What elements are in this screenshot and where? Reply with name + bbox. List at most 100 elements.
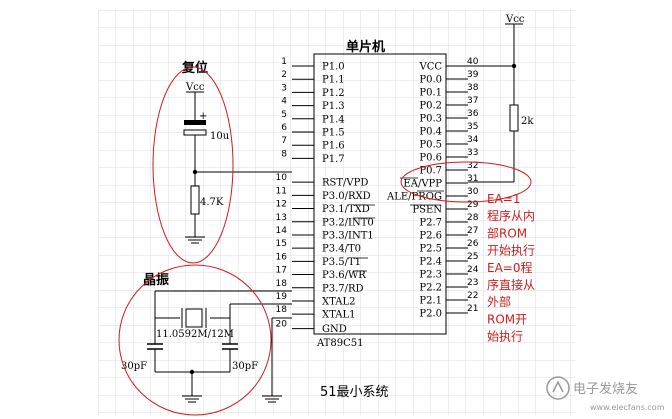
pin-number: 17 (276, 266, 287, 276)
pin-label: P3.2/INT0 (322, 217, 374, 228)
pin-number: 22 (467, 291, 478, 301)
pin-number: 18 (276, 279, 288, 289)
grid-background (98, 10, 575, 415)
watermark-logo-icon (546, 376, 570, 400)
pin-label: P3.4/T0 (322, 244, 361, 255)
pin-number: 19 (276, 292, 288, 302)
pin-label: EA/VPP (403, 179, 442, 190)
pin-number: 12 (276, 200, 287, 210)
pin-label: P1.7 (322, 154, 345, 165)
note-line: EA=0程 (487, 260, 532, 275)
pin-label: P0.2 (419, 101, 442, 112)
reset-highlight (152, 66, 234, 264)
pin-number: 36 (467, 109, 479, 119)
pin-number: 1 (281, 57, 287, 67)
pin-number: 16 (276, 252, 288, 262)
pin-number: 2 (281, 70, 287, 80)
pin-number: 21 (467, 304, 478, 314)
watermark-text: 电子发烧友 (573, 381, 638, 397)
pin-label: P3.1/TXD (322, 204, 370, 215)
pin-label: P1.2 (322, 88, 345, 99)
pin-number: 14 (276, 226, 288, 236)
crystal-title: 晶振 (143, 272, 169, 288)
watermark-logo-mark (552, 380, 564, 393)
reset-cap-value: 10u (210, 131, 230, 142)
note-line: 部ROM (487, 225, 527, 240)
note-line: EA=1 (487, 192, 520, 206)
pin-label: P1.0 (322, 62, 345, 73)
pin-number: 33 (467, 148, 478, 158)
pin-number: 31 (467, 174, 478, 184)
chip-body (313, 53, 447, 335)
pin-label: P3.6/WR (322, 270, 366, 281)
vcc-junction (511, 63, 517, 69)
pin-label: P3.5/T1 (322, 257, 361, 268)
pin-label: ALE/PROG (386, 192, 442, 203)
reset-title: 复位 (181, 60, 208, 76)
pin-number: 11 (276, 186, 287, 196)
pin-label: P2.2 (419, 283, 442, 294)
pin-label: P3.0/RXD (322, 191, 371, 202)
pin-number: 32 (467, 161, 478, 171)
pin-label: P2.3 (419, 270, 442, 281)
note-line: 开始执行 (487, 244, 535, 258)
pin-number: 5 (281, 110, 287, 120)
pin-number: 38 (467, 83, 479, 93)
pin-number: 27 (467, 226, 478, 236)
pin-label: P1.6 (322, 141, 345, 152)
note-line: 序直接从 (487, 277, 535, 292)
pin-label: P1.4 (322, 114, 345, 125)
note-line: 始执行 (487, 330, 523, 344)
pin-number: 30 (467, 187, 479, 197)
pin-label: P1.3 (322, 101, 345, 112)
reset-vcc-label: Vcc (185, 82, 205, 93)
watermark-url: www.elecfans.com (590, 403, 665, 412)
ea-resistor-value: 2k (521, 116, 534, 127)
pin-number: 6 (281, 123, 287, 133)
pin-label: P0.7 (419, 166, 442, 177)
crystal-frequency: 11.0592M/12M (156, 329, 234, 340)
pin-label: VCC (418, 62, 442, 73)
pin-number: 24 (467, 265, 479, 275)
pin-number: 4 (281, 97, 287, 107)
pin-number: 13 (276, 213, 287, 223)
ea-highlight (400, 161, 532, 203)
pin-number: 25 (467, 252, 478, 262)
cap-left-value: 30pF (121, 361, 147, 372)
pin-label: GND (322, 324, 347, 335)
pin-number: 28 (467, 213, 479, 223)
chip-title: 单片机 (346, 39, 385, 55)
pin-label: XTAL2 (322, 296, 355, 307)
pin-number: 15 (276, 239, 287, 249)
pin-number: 40 (467, 57, 479, 67)
pin-label: P0.5 (419, 140, 442, 151)
pin-label: P0.3 (419, 114, 442, 125)
pin-label: P3.3/INT1 (322, 230, 374, 241)
caption: 51最小系统 (320, 385, 389, 400)
pin-label: RST/VPD (322, 178, 368, 189)
pin-number: 10 (276, 173, 288, 183)
pin-label: XTAL1 (322, 310, 355, 321)
ea-vcc-label: Vcc (505, 14, 525, 25)
note-line: ROM开 (487, 312, 527, 326)
pin-label: P2.5 (419, 244, 442, 255)
reset-cap-plate-top (184, 120, 206, 125)
cap-right-value: 30pF (232, 361, 258, 372)
pin-label: P2.4 (419, 257, 442, 268)
pin-number: 35 (467, 122, 478, 132)
pin-number: 37 (467, 96, 478, 106)
pin-number: 18 (276, 305, 288, 315)
pin-number: 8 (281, 149, 287, 159)
chip-model: AT89C51 (316, 338, 363, 349)
reset-cap-polarity: + (199, 111, 207, 122)
pin-label: P2.1 (419, 296, 442, 307)
pin-number: 7 (281, 136, 287, 146)
pin-label: P0.1 (419, 88, 442, 99)
note-line: 外部 (487, 294, 511, 309)
pin-number: 29 (467, 200, 479, 210)
pin-label: P0.0 (419, 75, 442, 86)
pin-label: P3.7/RD (322, 283, 364, 294)
